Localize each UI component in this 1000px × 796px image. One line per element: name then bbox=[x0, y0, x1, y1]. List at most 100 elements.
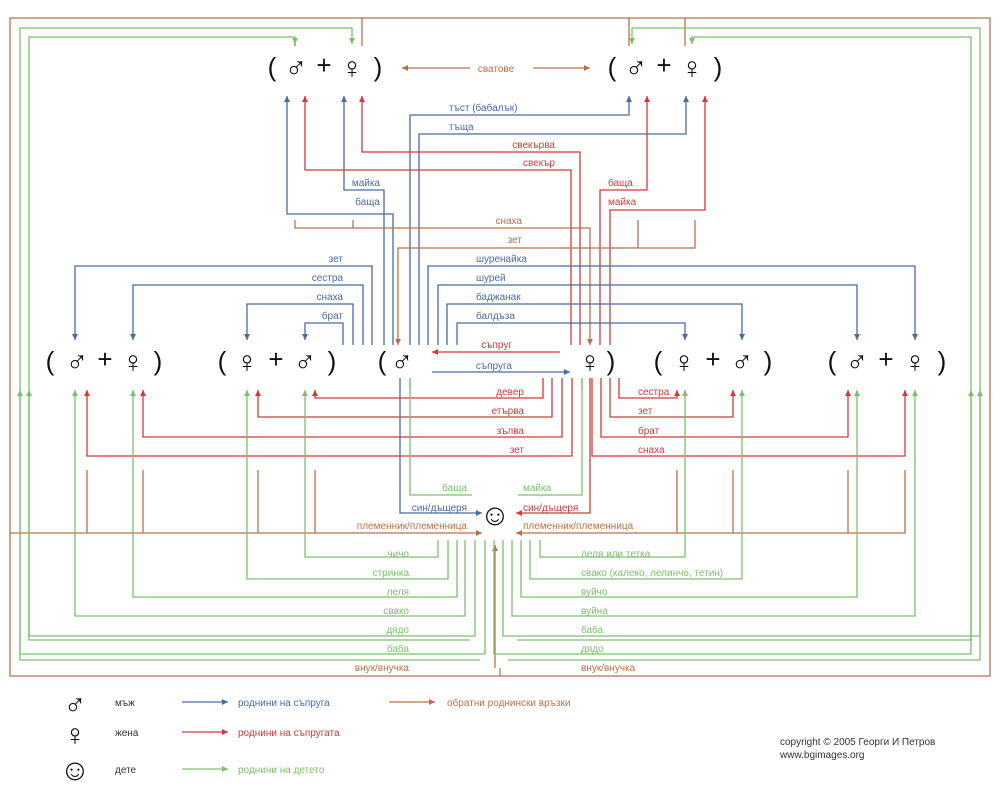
left-couple-1-plus: + bbox=[97, 344, 112, 374]
line-zet-left-red bbox=[84, 378, 573, 457]
line-snaha-left bbox=[244, 303, 354, 345]
labels: (♂+♀)(♂+♀)(♂+♀)(♀+♂)(♂♀)(♀+♂)(♂+♀)☺свато… bbox=[46, 50, 947, 787]
relation-label: етърва bbox=[492, 406, 525, 417]
frame-grandchild-left bbox=[9, 17, 501, 677]
line-snaha-right bbox=[591, 378, 908, 457]
right-couple-1-male-icon: ♂ bbox=[731, 346, 754, 379]
relation-label: брат bbox=[638, 425, 660, 437]
relation-label: шурей bbox=[476, 273, 506, 284]
line-child-right-2 bbox=[520, 390, 860, 598]
right-couple-2-plus: + bbox=[878, 344, 893, 374]
top-left-couple-open-paren: ( bbox=[268, 52, 277, 82]
relation-label: снаха bbox=[316, 292, 343, 303]
line-baldaza bbox=[456, 322, 688, 345]
legend-female-label: жена bbox=[115, 728, 139, 739]
line-child-left-2 bbox=[130, 390, 458, 598]
relation-label: девер bbox=[496, 387, 524, 398]
relation-label: чичо bbox=[387, 549, 409, 560]
right-couple-2-male-icon: ♂ bbox=[846, 346, 869, 379]
top-left-couple-male-icon: ♂ bbox=[285, 52, 308, 85]
line-sestra-left bbox=[130, 284, 364, 345]
left-couple-1-close-paren: ) bbox=[154, 346, 163, 376]
left-couple-1-female-icon: ♀ bbox=[122, 346, 145, 379]
relation-label: дядо bbox=[386, 625, 409, 636]
relation-label: сестра bbox=[638, 387, 670, 398]
reverse-snaha bbox=[294, 220, 593, 345]
top-left-couple-plus: + bbox=[316, 50, 331, 80]
line-child-left-1 bbox=[244, 390, 449, 580]
relation-label: тъща bbox=[449, 122, 474, 133]
relation-label: свако bbox=[383, 606, 409, 617]
relation-label: свекър bbox=[523, 158, 555, 169]
relation-label: снаха bbox=[495, 216, 522, 227]
husband-open-paren: ( bbox=[378, 346, 387, 376]
relation-label: зет bbox=[510, 445, 525, 456]
relation-label: съпруг bbox=[481, 340, 512, 351]
relation-label: майка bbox=[608, 197, 637, 208]
left-couple-2-open-paren: ( bbox=[218, 346, 227, 376]
right-couple-2-close-paren: ) bbox=[938, 346, 947, 376]
relation-label: баща bbox=[608, 177, 633, 189]
line-child-sin-right bbox=[516, 378, 591, 516]
relation-label: зет bbox=[508, 235, 523, 246]
relation-label: свако (калеко, лелинчо, тетин) bbox=[581, 568, 723, 579]
in-laws-label: сватове bbox=[478, 64, 515, 75]
wife-close-paren: ) bbox=[607, 346, 616, 376]
line-child-right-1 bbox=[529, 390, 745, 580]
legend-wife-label: роднини на съпругата bbox=[238, 728, 340, 739]
relation-label: зет bbox=[329, 254, 344, 265]
website-text: www.bgimages.org bbox=[779, 750, 864, 761]
relation-label: майка bbox=[352, 178, 381, 189]
top-left-couple-close-paren: ) bbox=[374, 52, 383, 82]
legend-child-rel-label: роднини на детето bbox=[238, 765, 325, 776]
left-couple-2-female-icon: ♀ bbox=[236, 346, 259, 379]
relation-label: вуйна bbox=[581, 606, 608, 617]
relation-label: тъст (бабалък) bbox=[449, 102, 517, 114]
line-mother bbox=[341, 96, 385, 345]
legend-child-icon: ☺ bbox=[60, 754, 91, 787]
line-child-father bbox=[409, 378, 472, 496]
line-child-sin-left bbox=[399, 378, 482, 516]
relation-label: вуйчо bbox=[581, 587, 608, 598]
line-child-mother bbox=[518, 378, 583, 496]
left-couple-2-male-icon: ♂ bbox=[294, 346, 317, 379]
line-svekar bbox=[302, 96, 572, 345]
relation-label: баща bbox=[442, 482, 467, 494]
line-child-right-3 bbox=[511, 390, 918, 617]
frame-baba-left bbox=[19, 27, 480, 661]
line-fatherinlaw bbox=[409, 96, 632, 345]
legend-male-label: мъж bbox=[115, 698, 135, 709]
relation-label: племенник/племенница bbox=[523, 521, 634, 532]
line-etarva bbox=[255, 378, 553, 418]
right-couple-1-female-icon: ♀ bbox=[673, 346, 696, 379]
legend-male-icon: ♂ bbox=[64, 689, 87, 722]
copyright-text: copyright © 2005 Георги И Петров bbox=[780, 737, 935, 748]
line-wife-father bbox=[599, 96, 650, 345]
frame-baba-right bbox=[517, 36, 972, 641]
line-brat-left bbox=[302, 322, 344, 345]
right-couple-2-female-icon: ♀ bbox=[904, 346, 927, 379]
wife-female-icon: ♀ bbox=[579, 346, 602, 379]
connector-lines bbox=[9, 17, 991, 772]
reverse-zet bbox=[395, 220, 696, 345]
relation-label: зълва bbox=[497, 426, 525, 437]
left-couple-1-open-paren: ( bbox=[46, 346, 55, 376]
legend-child-label: дете bbox=[115, 765, 137, 776]
line-child-right-5 bbox=[493, 390, 974, 655]
relation-label: шуренайка bbox=[476, 254, 527, 265]
right-couple-2-open-paren: ( bbox=[828, 346, 837, 376]
top-right-couple-female-icon: ♀ bbox=[681, 52, 704, 85]
left-couple-1-male-icon: ♂ bbox=[66, 346, 89, 379]
top-right-couple-close-paren: ) bbox=[714, 52, 723, 82]
relation-label: дядо bbox=[581, 644, 604, 655]
right-couple-1-plus: + bbox=[705, 344, 720, 374]
relation-label: леля bbox=[387, 587, 409, 598]
line-child-left-5 bbox=[17, 390, 486, 655]
line-child-left-4 bbox=[26, 390, 476, 637]
line-brat-right bbox=[600, 378, 851, 438]
frame-grandchild-right bbox=[500, 17, 991, 677]
relation-label: свекърва bbox=[512, 140, 555, 151]
relation-label: съпруга bbox=[476, 361, 513, 372]
relation-label: зет bbox=[638, 406, 653, 417]
